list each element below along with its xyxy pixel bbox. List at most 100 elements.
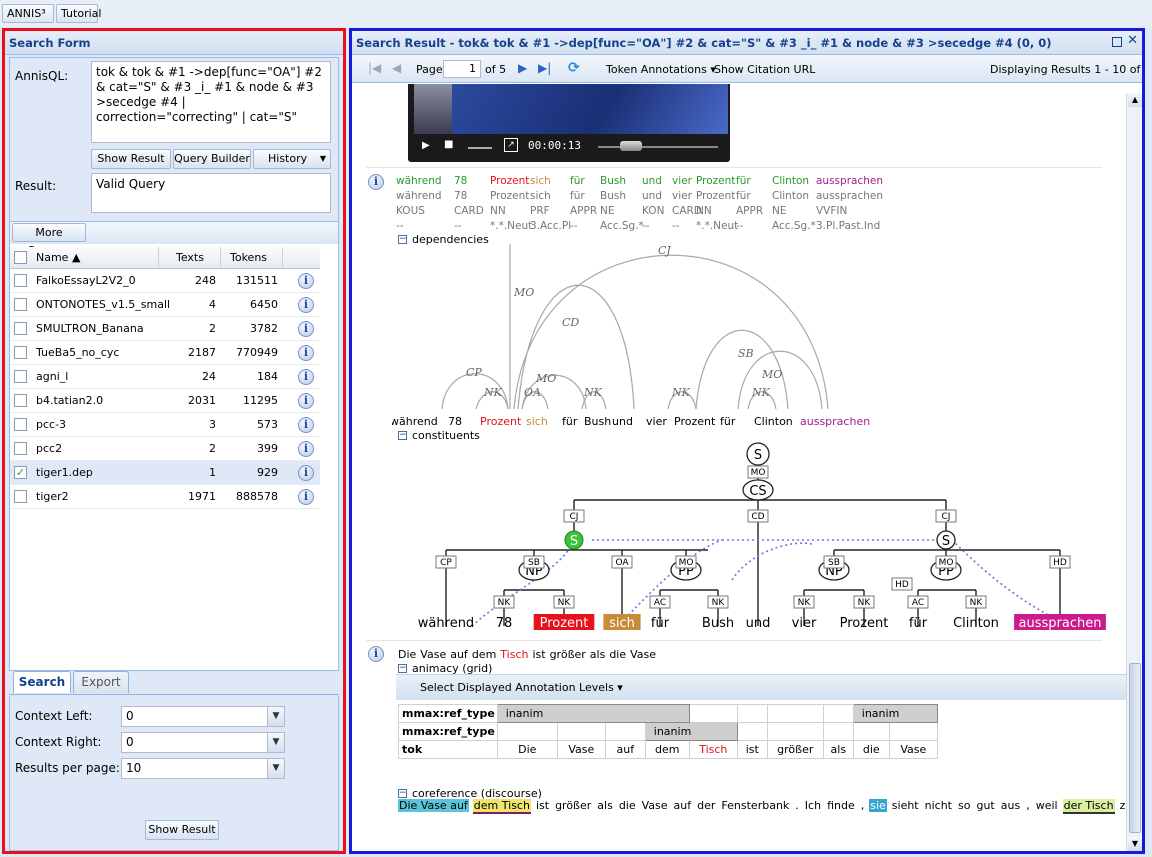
show-result-button[interactable]: Show Result bbox=[91, 149, 171, 169]
corpus-tokens: 6450 bbox=[250, 298, 278, 311]
select-all-checkbox[interactable] bbox=[14, 251, 27, 264]
corpus-row[interactable]: TueBa5_no_cyc 2187 770949 i bbox=[10, 341, 320, 365]
const-token: Prozent bbox=[540, 616, 589, 630]
secedge-4 bbox=[951, 539, 1073, 627]
scroll-thumb[interactable] bbox=[1129, 663, 1141, 833]
corpus-row[interactable]: agni_l 24 184 i bbox=[10, 365, 320, 389]
close-icon[interactable]: ✕ bbox=[1127, 33, 1138, 48]
fullscreen-icon[interactable]: ↗ bbox=[504, 138, 518, 152]
prev-page-icon[interactable]: ◀ bbox=[392, 61, 402, 75]
kwic-annotation: während bbox=[396, 190, 442, 202]
corpus-info-icon[interactable]: i bbox=[298, 393, 314, 409]
maximize-icon[interactable] bbox=[1112, 37, 1122, 47]
last-page-icon[interactable]: ▶| bbox=[538, 61, 552, 75]
video-seek-handle[interactable] bbox=[620, 141, 642, 151]
tab-export[interactable]: Export bbox=[73, 671, 129, 693]
corpus-info-icon[interactable]: i bbox=[298, 345, 314, 361]
video-player[interactable]: ▶ ■ ↗ 00:00:13 bbox=[408, 84, 730, 162]
corpus-info-icon[interactable]: i bbox=[298, 465, 314, 481]
context-left-select[interactable]: 0▼ bbox=[121, 706, 285, 727]
kwic-token: für bbox=[736, 175, 751, 187]
stop-icon[interactable]: ■ bbox=[444, 139, 454, 150]
corpus-tokens: 929 bbox=[257, 466, 278, 479]
corpus-checkbox[interactable] bbox=[14, 442, 27, 455]
page-input[interactable]: 1 bbox=[443, 60, 481, 78]
query-input[interactable]: tok & tok & #1 ->dep[func="OA"] #2 & cat… bbox=[91, 61, 331, 143]
corpus-checkbox[interactable] bbox=[14, 490, 27, 503]
collapse-icon[interactable]: − bbox=[398, 663, 407, 673]
corpus-checkbox[interactable] bbox=[14, 298, 27, 311]
history-button[interactable]: History▼ bbox=[253, 149, 331, 169]
highlight-box bbox=[533, 614, 595, 630]
kwic-annotation: -- bbox=[672, 220, 680, 232]
info-icon[interactable]: i bbox=[368, 646, 384, 662]
annis-menu-button[interactable]: ANNIS³ ▾ bbox=[2, 4, 54, 37]
corpus-name: tiger1.dep bbox=[36, 466, 93, 479]
tab-search[interactable]: Search bbox=[13, 671, 71, 693]
edge-nk-3: NK bbox=[712, 598, 726, 608]
corpus-info-icon[interactable]: i bbox=[298, 297, 314, 313]
play-icon[interactable]: ▶ bbox=[422, 140, 430, 151]
info-icon[interactable]: i bbox=[368, 174, 384, 190]
scroll-down-icon[interactable]: ▼ bbox=[1128, 837, 1142, 851]
coref-token: größer bbox=[555, 799, 592, 812]
corpus-checkbox[interactable]: ✓ bbox=[14, 466, 27, 479]
corpus-info-icon[interactable]: i bbox=[298, 273, 314, 289]
corpus-info-icon[interactable]: i bbox=[298, 417, 314, 433]
corpus-texts: 2187 bbox=[188, 346, 216, 359]
corpus-info-icon[interactable]: i bbox=[298, 489, 314, 505]
scroll-up-icon[interactable]: ▲ bbox=[1128, 93, 1142, 107]
corpus-row[interactable]: tiger2 1971 888578 i bbox=[10, 485, 320, 509]
corpus-checkbox[interactable] bbox=[14, 322, 27, 335]
refresh-icon[interactable]: ⟳ bbox=[568, 60, 580, 76]
corpus-row[interactable]: b4.tatian2.0 2031 11295 i bbox=[10, 389, 320, 413]
corpus-row[interactable]: FalkoEssayL2V2_0 248 131511 i bbox=[10, 269, 320, 293]
volume-icon[interactable] bbox=[468, 141, 492, 149]
column-name[interactable]: Name ▲ bbox=[36, 251, 81, 264]
show-citation-url[interactable]: Show Citation URL bbox=[714, 63, 816, 76]
corpus-checkbox[interactable] bbox=[14, 346, 27, 359]
collapse-icon[interactable]: − bbox=[398, 430, 407, 440]
tutorial-button[interactable]: Tutorial bbox=[56, 4, 101, 23]
grid-cell bbox=[822, 722, 854, 741]
corpus-row[interactable]: ONTONOTES_v1.5_small 4 6450 i bbox=[10, 293, 320, 317]
dep-edge-mo bbox=[737, 350, 823, 410]
kwic-annotation: Prozent bbox=[696, 190, 736, 202]
show-result-button-bottom[interactable]: Show Result bbox=[145, 820, 219, 840]
corpus-row[interactable]: pcc-3 3 573 i bbox=[10, 413, 320, 437]
corpus-info-icon[interactable]: i bbox=[298, 369, 314, 385]
results-per-page-select[interactable]: 10▼ bbox=[121, 758, 285, 779]
collapse-icon[interactable]: − bbox=[398, 234, 407, 244]
corpus-row[interactable]: pcc2 2 399 i bbox=[10, 437, 320, 461]
dep-token: für bbox=[720, 415, 736, 428]
next-page-icon[interactable]: ▶ bbox=[518, 61, 528, 75]
scrollbar[interactable]: ▲ ▼ bbox=[1126, 93, 1142, 851]
kwic-token: Prozent bbox=[490, 175, 530, 187]
column-texts[interactable]: Texts bbox=[176, 251, 204, 264]
grid-token: auf bbox=[604, 740, 646, 759]
const-token: und bbox=[746, 616, 771, 630]
corpus-info-icon[interactable]: i bbox=[298, 321, 314, 337]
column-tokens[interactable]: Tokens bbox=[230, 251, 268, 264]
corpus-info-icon[interactable]: i bbox=[298, 441, 314, 457]
const-token: 78 bbox=[496, 616, 513, 630]
video-seek-bar[interactable] bbox=[598, 146, 718, 148]
corpus-checkbox[interactable] bbox=[14, 274, 27, 287]
const-token: sich bbox=[609, 616, 635, 630]
corpus-checkbox[interactable] bbox=[14, 394, 27, 407]
corpus-checkbox[interactable] bbox=[14, 370, 27, 383]
dep-edge-mo2 bbox=[521, 374, 587, 410]
token-annotations-menu[interactable]: Token Annotations ▾ bbox=[606, 63, 716, 76]
corpus-checkbox[interactable] bbox=[14, 418, 27, 431]
select-annotation-levels-button[interactable]: Select Displayed Annotation Levels ▾ bbox=[420, 681, 623, 694]
query-builder-button[interactable]: Query Builder bbox=[173, 149, 251, 169]
corpus-row[interactable]: SMULTRON_Banana 2 3782 i bbox=[10, 317, 320, 341]
search-result-title: Search Result - tok& tok & #1 ->dep[func… bbox=[352, 31, 1142, 55]
corpus-row[interactable]: ✓ tiger1.dep 1 929 i bbox=[10, 461, 320, 485]
first-page-icon[interactable]: |◀ bbox=[368, 61, 382, 75]
context-right-select[interactable]: 0▼ bbox=[121, 732, 285, 753]
collapse-icon[interactable]: − bbox=[398, 788, 407, 798]
constituent-tree: S CS NP PP NP PP S S MO CJ CD CJ CP SB O… bbox=[418, 442, 1106, 630]
kwic-token: aussprachen bbox=[816, 175, 883, 187]
more-corpora-button[interactable]: More Corpora bbox=[12, 223, 86, 257]
